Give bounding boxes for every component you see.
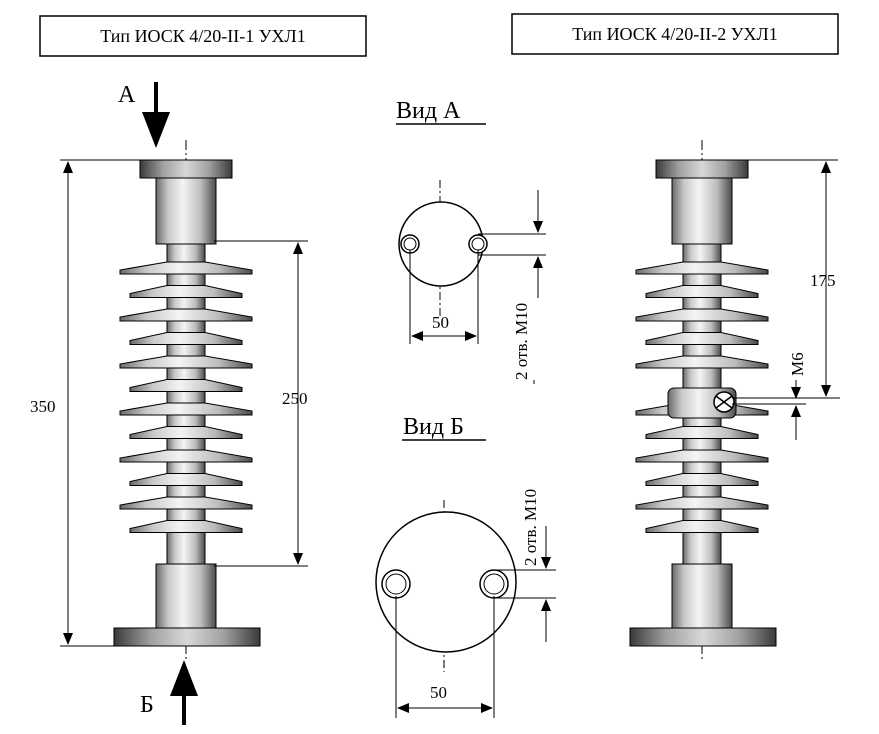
dimension-350-text: 350 [30,397,56,416]
insulator-left [113,140,261,660]
shed [119,308,253,322]
shed [129,332,243,345]
view-arrow-a: А [118,82,170,148]
dimension-250: 250 [214,240,308,567]
dimension-175: 175 [732,159,840,399]
shed [645,332,759,345]
dimension-m6-text: М6 [788,352,807,376]
shed [129,426,243,439]
shed [635,261,769,275]
type-label-left-text: Тип ИОСК 4/20-II-1 УХЛ1 [100,26,305,46]
type-label-left: Тип ИОСК 4/20-II-1 УХЛ1 [39,15,367,57]
dimension-175-text: 175 [810,271,836,290]
view-arrow-b: Б [140,660,198,725]
view-b-title: Вид Б [403,414,464,440]
view-a-flange: 50 2 отв. М10 [398,180,546,384]
shed [645,426,759,439]
insulator-right [629,140,777,660]
view-b-holes-text: 2 отв. М10 [521,489,540,566]
shed [635,308,769,322]
shed [129,285,243,298]
view-b-spacing-text: 50 [430,683,447,702]
shed [119,261,253,275]
dimension-250-text: 250 [282,389,308,408]
dimension-m6: М6 [732,352,807,440]
shed [129,520,243,533]
shed [129,379,243,392]
sheds-left [119,261,253,533]
shed [635,449,769,463]
view-a-spacing-text: 50 [432,313,449,332]
sheds-right [635,261,769,533]
type-label-right: Тип ИОСК 4/20-II-2 УХЛ1 [511,13,839,55]
view-a-holes-text: 2 отв. М10 [512,303,531,380]
shed [119,496,253,510]
arrow-a-label: А [118,82,136,108]
dimension-350: 350 [30,159,142,647]
arrow-b-label: Б [140,692,154,718]
shed [635,496,769,510]
shed [645,520,759,533]
shed [119,402,253,416]
shed [645,285,759,298]
shed [119,449,253,463]
view-a-title: Вид А [396,98,461,124]
shed [645,473,759,486]
shed [635,355,769,369]
shed [129,473,243,486]
view-b-flange: 50 2 отв. М10 [375,489,556,718]
type-label-right-text: Тип ИОСК 4/20-II-2 УХЛ1 [572,24,777,44]
shed [119,355,253,369]
